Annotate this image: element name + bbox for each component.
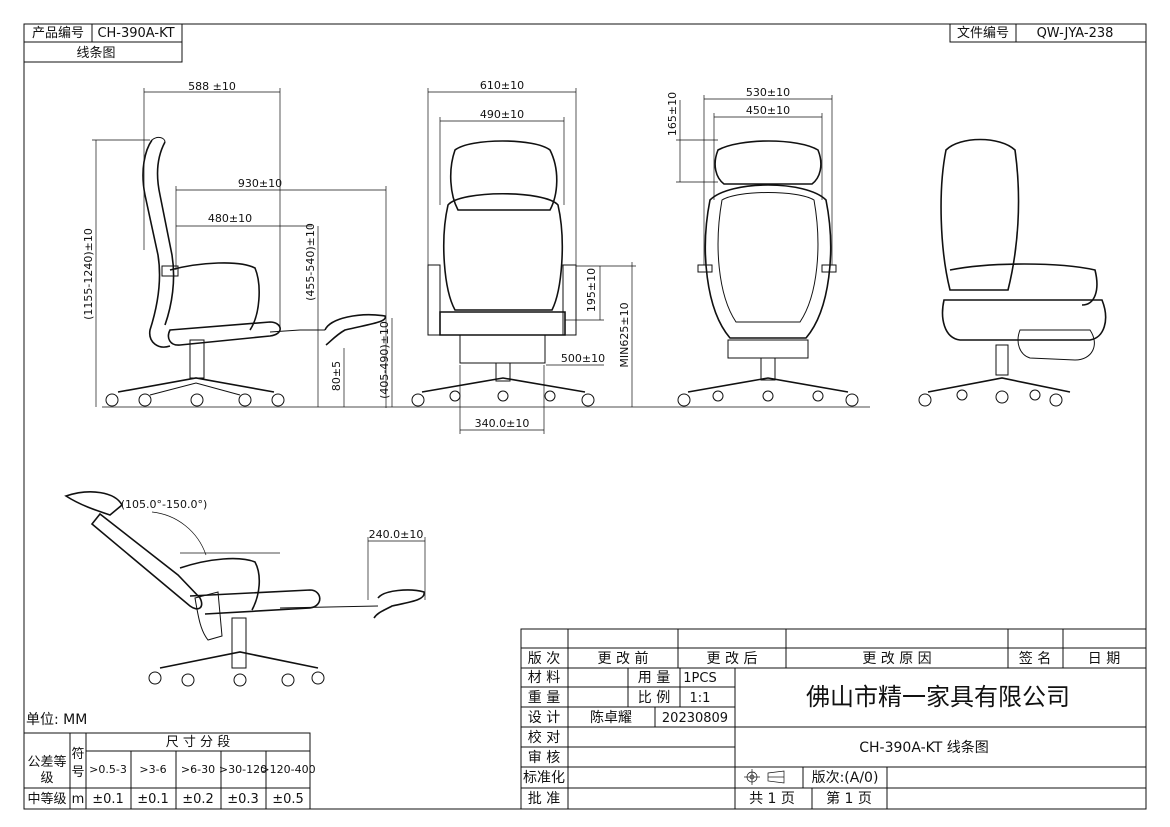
material-label: 材 料 [528,670,560,686]
tolerance-grade-label: 公差等 [27,754,66,770]
tolerance-range: >3-6 [139,763,166,776]
tolerance-range: >120-400 [260,763,315,776]
rev-header: 更 改 前 [598,650,649,667]
drawing-title: CH-390A-KT 线条图 [859,739,989,756]
design-date: 20230809 [662,711,728,726]
tolerance-table: 尺 寸 分 段 公差等 级 符 号 >0.5-3 >3-6 >6-30 >30-… [23,732,316,810]
rev-header: 更 改 原 因 [862,651,931,667]
dim-back-headrest: 165±10 [666,92,679,136]
tolerance-value: ±0.1 [92,792,124,807]
tolerance-value: ±0.5 [272,792,304,807]
dim-side-seat-height: (405-490)±10 [378,321,391,399]
dim-footrest-height: 80±5 [330,361,343,391]
tolerance-row-symbol: m [72,792,85,807]
designer-name: 陈卓耀 [590,709,632,726]
product-no-label: 产品编号 [32,26,84,41]
dim-back-width-inner: 450±10 [746,104,790,117]
tolerance-title: 尺 寸 分 段 [166,735,230,750]
side-view-dimensions: 588 ±10 930±10 480±10 (1155-1240)±10 (45… [82,80,393,408]
weight-label: 重 量 [528,690,560,706]
front-view-dimensions: 610±10 490±10 195±10 500±10 MIN625±10 34… [427,79,636,434]
tolerance-value: ±0.2 [182,792,214,807]
dim-side-total-height: (1155-1240)±10 [82,228,95,320]
file-header: 文件编号 QW-JYA-238 [949,23,1147,43]
reclined-view-dimensions: (105.0°-150.0°) 240.0±10 [121,498,426,600]
usage-value: 1PCS [683,671,716,686]
review-label: 审 核 [528,750,560,766]
scale-label: 比 例 [638,690,670,706]
design-label: 设 计 [528,710,560,726]
page-number: 第 1 页 [826,790,872,807]
dim-back-width-outer: 530±10 [746,86,790,99]
scale-value: 1:1 [690,691,711,706]
check-label: 校 对 [528,729,560,746]
file-no: QW-JYA-238 [1037,26,1114,41]
product-header: 产品编号 CH-390A-KT 线条图 [23,23,183,63]
tolerance-row-label: 中等级 [27,791,66,807]
usage-label: 用 量 [638,670,670,686]
product-no: CH-390A-KT [97,26,174,41]
rev-header: 版 次 [528,651,560,667]
dim-front-seat-width: 500±10 [561,352,605,365]
dim-front-min-height: MIN625±10 [618,302,631,367]
front-view-drawing [411,140,595,407]
tolerance-range: >0.5-3 [89,763,127,776]
tolerance-symbol-label: 符 [71,746,84,762]
dim-side-total-depth: 930±10 [238,177,282,190]
dim-footrest-depth: 240.0±10 [369,528,424,541]
projection-symbol-icon [744,769,785,785]
tolerance-value: ±0.3 [227,792,259,807]
rev-header: 日 期 [1088,651,1120,667]
standard-label: 标准化 [523,770,565,786]
rev-header: 签 名 [1019,650,1051,667]
tolerance-range: >30-120 [219,763,267,776]
dim-front-base: 340.0±10 [475,417,530,430]
dim-front-back-width: 490±10 [480,108,524,121]
rev-header: 更 改 后 [707,651,758,667]
dim-side-arm-height: (455-540)±10 [304,223,317,301]
back-view-drawing [677,140,859,407]
dim-front-lumbar: 195±10 [585,268,598,312]
total-pages: 共 1 页 [749,791,795,807]
tolerance-value: ±0.1 [137,792,169,807]
side-view-drawing [105,136,386,407]
tolerance-range: >6-30 [181,763,215,776]
unit-label: 单位: MM [26,712,87,728]
dim-side-seat-depth: 480±10 [208,212,252,225]
version-label: 版次:(A/0) [812,770,879,786]
reclined-view-drawing [64,491,425,687]
title-block: 版 次 更 改 前 更 改 后 更 改 原 因 签 名 日 期 材 料 用 量 … [520,628,1147,810]
file-no-label: 文件编号 [957,26,1009,41]
isometric-view-drawing [918,138,1107,407]
dim-recline-angle: (105.0°-150.0°) [121,498,208,511]
tolerance-grade-label-2: 级 [40,771,53,786]
tolerance-symbol-label-2: 号 [71,765,84,780]
drawing-type-label: 线条图 [76,45,115,61]
back-view-dimensions: 165±10 530±10 450±10 [666,86,833,265]
dim-side-depth: 588 ±10 [188,80,236,93]
company-name: 佛山市精一家具有限公司 [806,683,1070,711]
dim-front-total-width: 610±10 [480,79,524,92]
approve-label: 批 准 [528,791,560,807]
